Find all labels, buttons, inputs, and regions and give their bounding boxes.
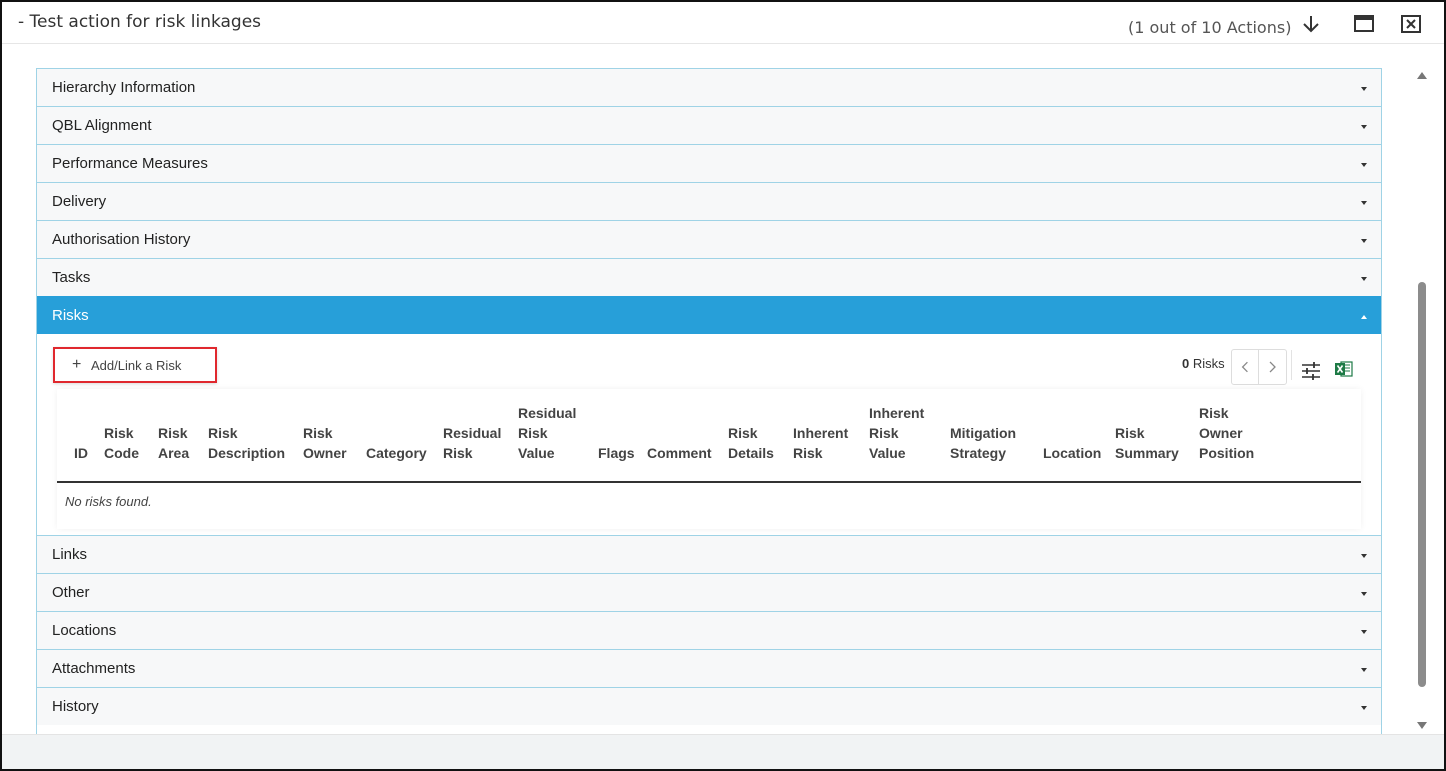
chevron-down-icon bbox=[1361, 554, 1367, 558]
section-label: Hierarchy Information bbox=[52, 79, 196, 96]
table-header: ID Risk Code Risk Area Risk Description … bbox=[57, 389, 1361, 483]
column-header[interactable]: Risk Area bbox=[158, 425, 190, 461]
chevron-down-icon bbox=[1361, 668, 1367, 672]
section-performance-measures[interactable]: Performance Measures bbox=[37, 144, 1381, 182]
section-label: Other bbox=[52, 584, 90, 601]
close-icon[interactable] bbox=[1400, 13, 1422, 35]
empty-table-message: No risks found. bbox=[65, 494, 152, 509]
chevron-down-icon bbox=[1361, 239, 1367, 243]
content-area: Hierarchy Information QBL Alignment Perf… bbox=[2, 44, 1430, 734]
section-links[interactable]: Links bbox=[37, 535, 1381, 573]
column-header[interactable]: Mitigation Strategy bbox=[950, 425, 1017, 461]
add-link-risk-label: Add/Link a Risk bbox=[91, 358, 182, 373]
column-header[interactable]: Risk Owner bbox=[303, 425, 347, 461]
chevron-down-icon bbox=[1361, 630, 1367, 634]
sliders-icon[interactable] bbox=[1301, 361, 1321, 381]
risk-count-number: 0 bbox=[1182, 356, 1190, 371]
column-header[interactable]: Risk Owner Position bbox=[1199, 405, 1255, 461]
section-label: Authorisation History bbox=[52, 231, 191, 248]
section-attachments[interactable]: Attachments bbox=[37, 649, 1381, 687]
section-label: QBL Alignment bbox=[52, 117, 152, 134]
section-tasks[interactable]: Tasks bbox=[37, 258, 1381, 296]
column-header[interactable]: Location bbox=[1043, 445, 1102, 461]
section-label: Locations bbox=[52, 622, 117, 639]
section-delivery[interactable]: Delivery bbox=[37, 182, 1381, 220]
column-header[interactable]: Flags bbox=[598, 445, 635, 461]
modal-footer bbox=[2, 734, 1444, 769]
chevron-down-icon bbox=[1361, 201, 1367, 205]
section-locations[interactable]: Locations bbox=[37, 611, 1381, 649]
column-header[interactable]: Risk Code bbox=[104, 425, 139, 461]
risks-table: ID Risk Code Risk Area Risk Description … bbox=[57, 389, 1361, 529]
chevron-down-icon bbox=[1361, 592, 1367, 596]
chevron-right-icon[interactable] bbox=[1259, 350, 1286, 384]
column-header[interactable]: Inherent Risk Value bbox=[869, 405, 925, 461]
risk-count: 0 Risks bbox=[1182, 356, 1225, 371]
section-label: Performance Measures bbox=[52, 155, 208, 172]
section-history[interactable]: History bbox=[37, 687, 1381, 725]
section-risks[interactable]: Risks bbox=[37, 296, 1381, 334]
section-label: Attachments bbox=[52, 660, 136, 677]
scroll-down-icon[interactable] bbox=[1417, 722, 1427, 729]
chevron-down-icon bbox=[1361, 87, 1367, 91]
vertical-scrollbar[interactable] bbox=[1413, 68, 1430, 736]
window-title: - Test action for risk linkages bbox=[18, 12, 262, 32]
column-header[interactable]: Risk Summary bbox=[1115, 425, 1179, 461]
section-authorisation-history[interactable]: Authorisation History bbox=[37, 220, 1381, 258]
section-label: Delivery bbox=[52, 193, 107, 210]
section-label: Tasks bbox=[52, 269, 91, 286]
section-label: History bbox=[52, 698, 99, 715]
chevron-down-icon bbox=[1361, 125, 1367, 129]
chevron-up-icon bbox=[1361, 315, 1367, 319]
toolbar-divider bbox=[1291, 350, 1292, 380]
column-header[interactable]: ID bbox=[74, 445, 88, 461]
scroll-up-icon[interactable] bbox=[1417, 72, 1427, 79]
scrollbar-thumb[interactable] bbox=[1418, 282, 1426, 687]
column-header[interactable]: Category bbox=[366, 445, 427, 461]
title-bar: - Test action for risk linkages (1 out o… bbox=[2, 2, 1444, 44]
section-other[interactable]: Other bbox=[37, 573, 1381, 611]
pager bbox=[1231, 349, 1287, 385]
arrow-down-icon[interactable] bbox=[1300, 13, 1322, 35]
column-header[interactable]: Inherent Risk bbox=[793, 425, 849, 461]
column-header[interactable]: Residual Risk bbox=[443, 425, 502, 461]
chevron-down-icon bbox=[1361, 163, 1367, 167]
column-header[interactable]: Residual Risk Value bbox=[518, 405, 577, 461]
risk-count-label: Risks bbox=[1192, 356, 1225, 371]
section-qbl-alignment[interactable]: QBL Alignment bbox=[37, 106, 1381, 144]
chevron-down-icon bbox=[1361, 706, 1367, 710]
excel-icon[interactable] bbox=[1335, 360, 1353, 378]
plus-icon: + bbox=[72, 356, 82, 373]
column-header[interactable]: Risk Details bbox=[728, 425, 774, 461]
chevron-down-icon bbox=[1361, 277, 1367, 281]
section-hierarchy-information[interactable]: Hierarchy Information bbox=[37, 68, 1381, 106]
maximize-icon[interactable] bbox=[1353, 13, 1375, 35]
chevron-left-icon[interactable] bbox=[1232, 350, 1259, 384]
column-header[interactable]: Risk Description bbox=[208, 425, 286, 461]
action-counter: (1 out of 10 Actions) bbox=[1128, 18, 1292, 37]
section-label: Links bbox=[52, 546, 88, 563]
add-link-risk-button[interactable]: + Add/Link a Risk bbox=[53, 347, 217, 383]
column-header[interactable]: Comment bbox=[647, 445, 712, 461]
risks-section-body: + Add/Link a Risk 0 Risks bbox=[37, 334, 1381, 535]
section-label: Risks bbox=[52, 307, 89, 324]
accordion-panel: Hierarchy Information QBL Alignment Perf… bbox=[36, 68, 1382, 734]
